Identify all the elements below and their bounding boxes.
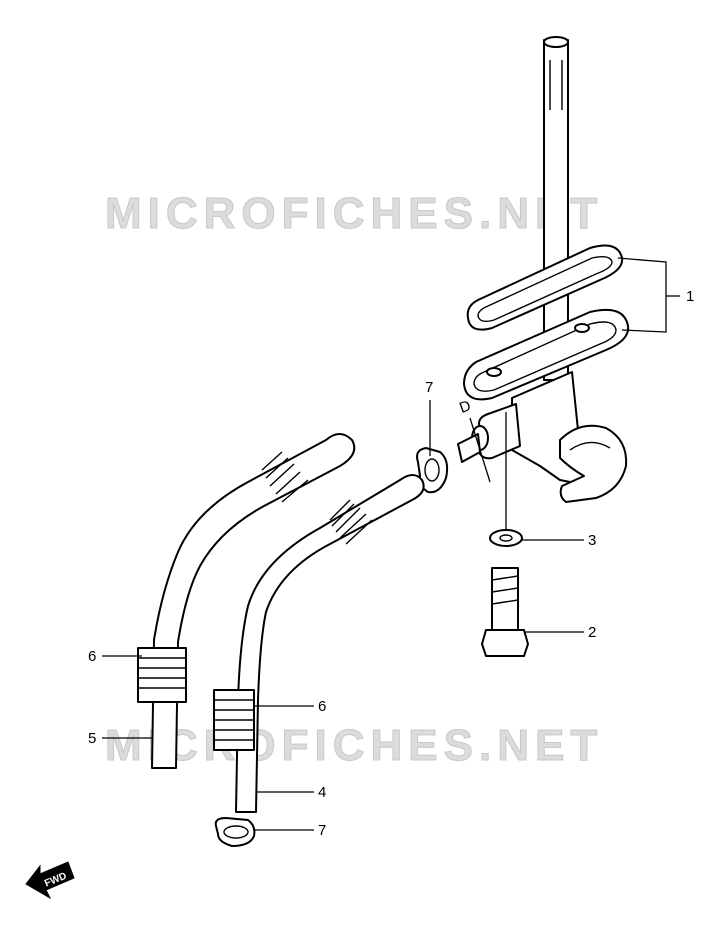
- fuel-hose-short: [137, 433, 356, 769]
- callout-6-right: 6: [318, 698, 326, 715]
- fwd-arrow-icon: FWD: [25, 861, 75, 900]
- callout-3: 3: [588, 532, 596, 549]
- callout-2: 2: [588, 624, 596, 641]
- callout-7-lower: 7: [318, 822, 326, 839]
- bolt: [481, 567, 529, 657]
- fuel-cock-body: [457, 371, 628, 503]
- gasket-upper: [466, 244, 624, 331]
- washer: [489, 529, 523, 547]
- hose-clamp-lower: [214, 817, 256, 847]
- watermark-top: MICROFICHES.NET: [105, 189, 603, 238]
- callout-5: 5: [88, 730, 96, 747]
- watermark-bottom: MICROFICHES.NET: [105, 721, 603, 770]
- callout-4: 4: [318, 784, 326, 801]
- callout-7-upper: 7: [425, 379, 433, 396]
- fuel-pickup-tube: [543, 36, 569, 381]
- fuel-cock-flange: [463, 308, 630, 401]
- callout-1: 1: [686, 288, 694, 305]
- fuel-hose-long: [213, 474, 425, 813]
- callout-d-mark: D: [457, 397, 473, 417]
- callout-6-left: 6: [88, 648, 96, 665]
- leader-lines: [102, 257, 680, 831]
